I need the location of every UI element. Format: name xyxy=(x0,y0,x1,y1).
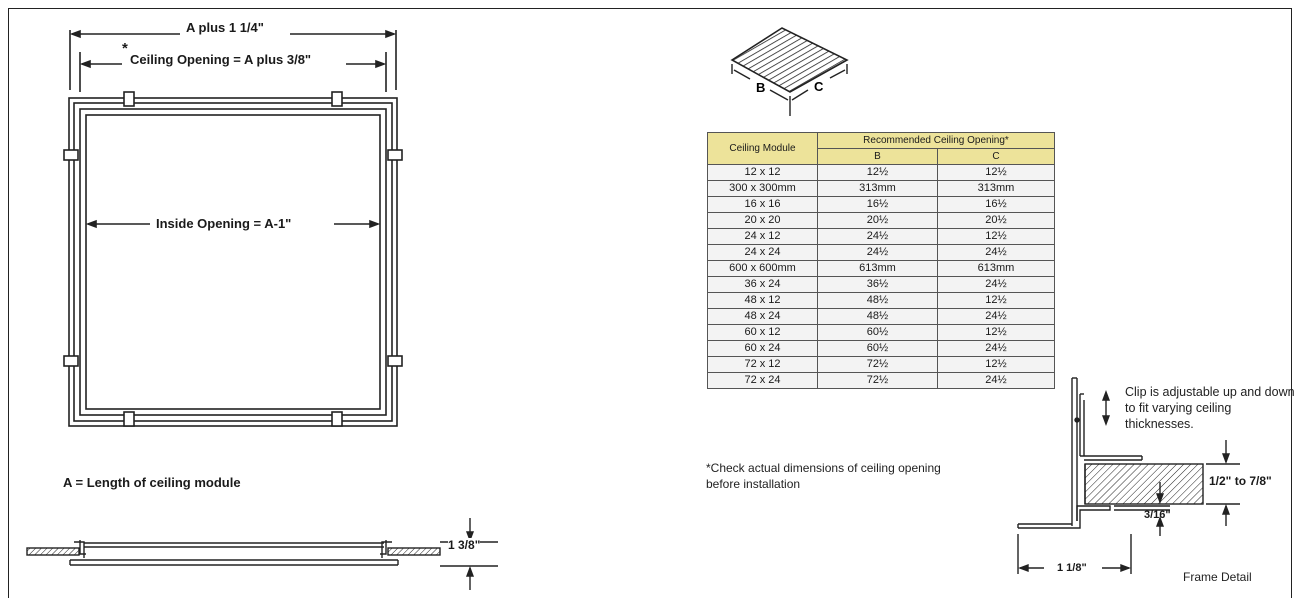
opening-c-cell: 12½ xyxy=(937,324,1055,341)
ceiling-opening-label: Ceiling Opening = A plus 3/8" xyxy=(130,52,312,67)
module-cell: 20 x 20 xyxy=(707,212,818,229)
opening-c-cell: 613mm xyxy=(937,260,1055,277)
module-cell: 60 x 24 xyxy=(707,340,818,357)
tile-c-label: C xyxy=(814,79,824,94)
opening-b-cell: 24½ xyxy=(817,244,938,261)
module-cell: 72 x 24 xyxy=(707,372,818,389)
module-cell: 600 x 600mm xyxy=(707,260,818,277)
opening-b-cell: 24½ xyxy=(817,228,938,245)
inside-opening-label: Inside Opening = A-1" xyxy=(156,216,292,231)
module-cell: 36 x 24 xyxy=(707,276,818,293)
frame-detail-drawing xyxy=(1017,377,1240,574)
column-c-header: C xyxy=(937,148,1055,165)
thickness-dimension-label: 1/2" to 7/8" xyxy=(1209,474,1272,488)
module-cell: 16 x 16 xyxy=(707,196,818,213)
opening-b-cell: 36½ xyxy=(817,276,938,293)
footnote-star: * xyxy=(122,40,128,57)
table-footnote: *Check actual dimensions of ceiling open… xyxy=(706,461,941,491)
plan-view-drawing xyxy=(63,29,403,427)
module-cell: 24 x 12 xyxy=(707,228,818,245)
clip-adjustment-note: Clip is adjustable up and down to fit va… xyxy=(1125,385,1295,431)
frame-detail-caption: Frame Detail xyxy=(1183,570,1252,584)
opening-b-cell: 12½ xyxy=(817,164,938,181)
opening-b-cell: 613mm xyxy=(817,260,938,277)
section-view-drawing xyxy=(26,518,498,590)
opening-b-cell: 60½ xyxy=(817,324,938,341)
opening-c-cell: 24½ xyxy=(937,372,1055,389)
page-border xyxy=(8,8,1292,598)
opening-c-cell: 24½ xyxy=(937,308,1055,325)
opening-c-cell: 20½ xyxy=(937,212,1055,229)
opening-b-cell: 313mm xyxy=(817,180,938,197)
ceiling-module-header: Ceiling Module xyxy=(707,132,818,165)
tile-b-label: B xyxy=(756,80,765,95)
recommended-opening-header: Recommended Ceiling Opening* xyxy=(817,132,1055,149)
opening-c-cell: 12½ xyxy=(937,228,1055,245)
ceiling-opening-table: Ceiling Module Recommended Ceiling Openi… xyxy=(707,132,1055,389)
section-height-label: 1 3/8" xyxy=(448,538,481,552)
opening-c-cell: 24½ xyxy=(937,276,1055,293)
opening-c-cell: 12½ xyxy=(937,356,1055,373)
module-cell: 72 x 12 xyxy=(707,356,818,373)
opening-c-cell: 313mm xyxy=(937,180,1055,197)
outer-dimension-label: A plus 1 1/4" xyxy=(186,20,264,35)
module-cell: 300 x 300mm xyxy=(707,180,818,197)
opening-b-cell: 72½ xyxy=(817,372,938,389)
width-dimension-label: 1 1/8" xyxy=(1057,562,1087,574)
opening-c-cell: 12½ xyxy=(937,292,1055,309)
module-cell: 24 x 24 xyxy=(707,244,818,261)
opening-b-cell: 72½ xyxy=(817,356,938,373)
module-cell: 12 x 12 xyxy=(707,164,818,181)
opening-b-cell: 16½ xyxy=(817,196,938,213)
module-cell: 48 x 24 xyxy=(707,308,818,325)
opening-c-cell: 24½ xyxy=(937,340,1055,357)
opening-c-cell: 12½ xyxy=(937,164,1055,181)
gap-dimension-label: 3/16" xyxy=(1144,509,1171,521)
opening-b-cell: 48½ xyxy=(817,292,938,309)
opening-c-cell: 16½ xyxy=(937,196,1055,213)
opening-b-cell: 20½ xyxy=(817,212,938,229)
a-definition-label: A = Length of ceiling module xyxy=(63,475,241,490)
opening-c-cell: 24½ xyxy=(937,244,1055,261)
column-b-header: B xyxy=(817,148,938,165)
module-cell: 60 x 12 xyxy=(707,324,818,341)
opening-b-cell: 60½ xyxy=(817,340,938,357)
tile-dimension-icon: B C xyxy=(730,27,849,116)
opening-b-cell: 48½ xyxy=(817,308,938,325)
module-cell: 48 x 12 xyxy=(707,292,818,309)
